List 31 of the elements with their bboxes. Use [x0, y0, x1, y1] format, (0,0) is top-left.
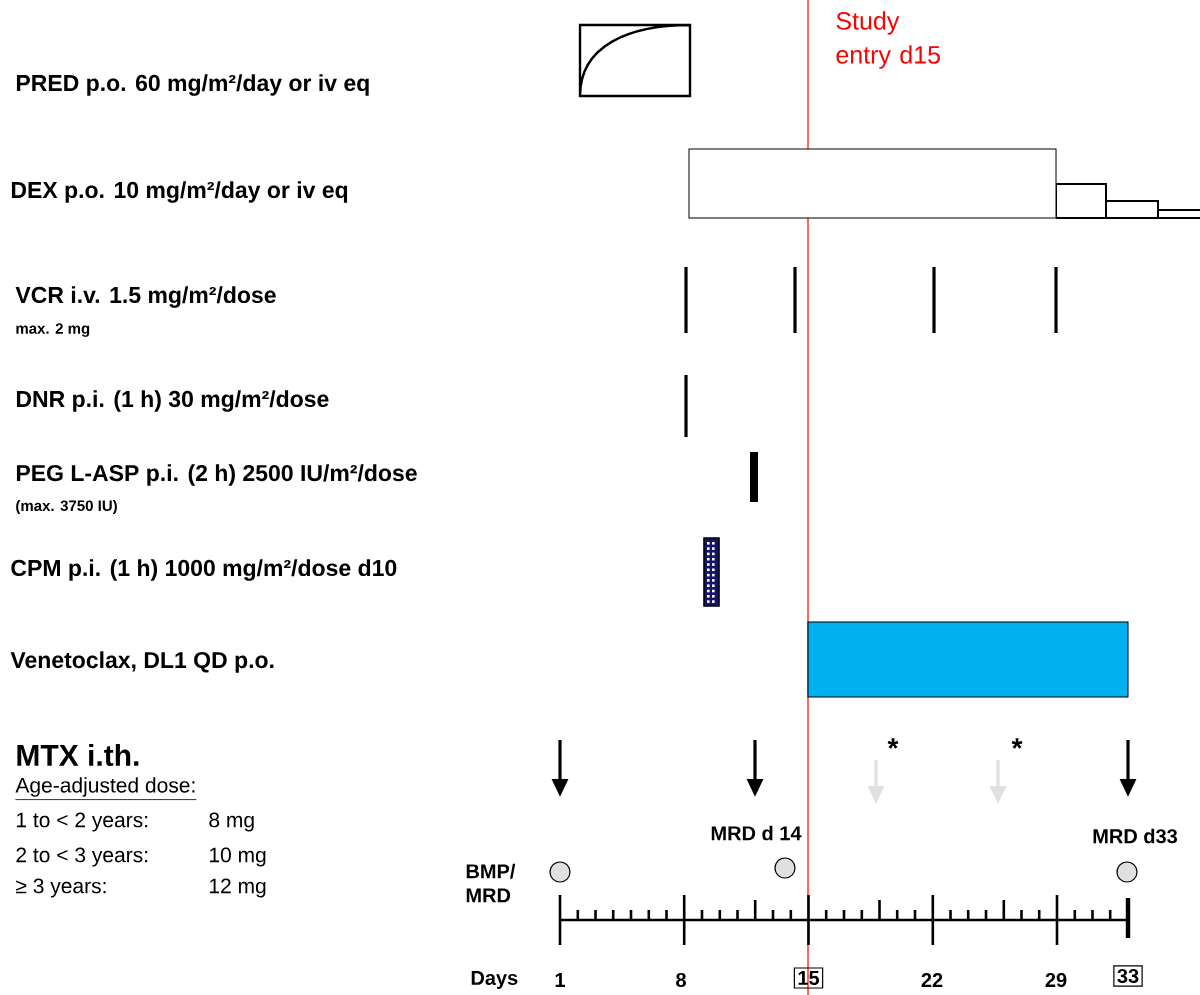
- sample-label: BMP/ MRD: [466, 863, 516, 903]
- dosing-bar: [688, 148, 1057, 219]
- age-group: ≥ 3 years:: [16, 878, 106, 898]
- dose-note: max. 2 mg: [16, 323, 90, 337]
- dose-value: 12 mg: [210, 878, 266, 898]
- drug-label: PEG L-ASP p.i. (2 h) 2500 IU/m²/dose: [16, 464, 417, 486]
- age-group: 2 to < 3 years:: [16, 847, 148, 867]
- day-number: 22: [921, 973, 943, 987]
- drug-label: MTX i.th.: [17, 744, 139, 766]
- drug-label: VCR i.v. 1.5 mg/m²/dose: [15, 286, 276, 308]
- asterisk: *: [1011, 738, 1023, 749]
- dose-value: 10 mg: [210, 847, 266, 867]
- drug-label: DEX p.o. 10 mg/m²/day or iv eq: [11, 181, 348, 203]
- drug-label: Venetoclax, DL1 QD p.o.: [10, 651, 274, 673]
- asterisk: *: [887, 738, 899, 749]
- dose-note: (max. 3750 IU): [16, 500, 117, 514]
- drug-label: PRED p.o. 60 mg/m²/day or iv eq: [16, 74, 369, 96]
- study-entry-label: Study entry d15: [836, 11, 940, 69]
- axis-label: Days: [471, 971, 518, 989]
- day-number: 8: [676, 972, 686, 988]
- sample-label: MRD d 14: [711, 825, 802, 841]
- dosing-bar: [807, 621, 1129, 698]
- sample-label: MRD d33: [1093, 828, 1178, 844]
- drug-label: CPM p.i. (1 h) 1000 mg/m²/dose d10: [11, 559, 397, 581]
- dose-heading: Age-adjusted dose:: [15, 777, 197, 800]
- age-group: 1 to < 2 years:: [17, 812, 148, 832]
- drug-label: DNR p.i. (1 h) 30 mg/m²/dose: [16, 390, 329, 412]
- dose-value: 8 mg: [209, 812, 254, 832]
- boxed-day-number: 33: [1113, 965, 1143, 987]
- day-number: 1: [555, 973, 565, 987]
- day-number: 29: [1045, 972, 1067, 988]
